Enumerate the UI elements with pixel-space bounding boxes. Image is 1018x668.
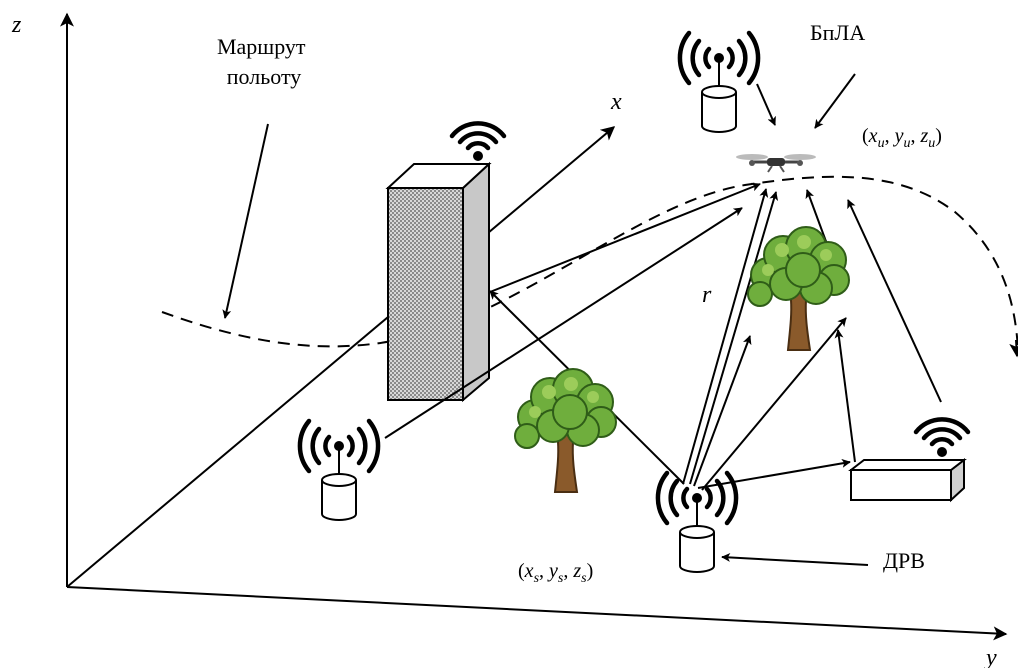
distance-label: r [702, 282, 712, 308]
antenna-tower-icon [680, 33, 758, 132]
flight-route-arrowhead [1009, 339, 1018, 358]
z-axis-label: z [11, 12, 22, 38]
source-coordinates: (xs, ys, zs) [518, 560, 593, 586]
uav-label: БпЛА [810, 20, 865, 45]
building-icon [385, 123, 504, 403]
tree-icon [514, 368, 617, 493]
ground-box-icon [848, 419, 968, 503]
x-axis-label: x [610, 89, 622, 115]
flight-route-path [161, 175, 1018, 353]
uav-coordinates: (xu, yu, zu) [862, 125, 942, 151]
y-axis-label: y [984, 645, 997, 668]
signal-rays [222, 73, 942, 566]
x-axis [66, 126, 616, 588]
drone-icon [736, 154, 816, 173]
ground-source-label: ДРВ [883, 548, 925, 573]
antenna-tower-icon [300, 421, 378, 520]
flight-route-label: Маршрут польоту [217, 34, 311, 89]
y-axis [66, 586, 1008, 641]
